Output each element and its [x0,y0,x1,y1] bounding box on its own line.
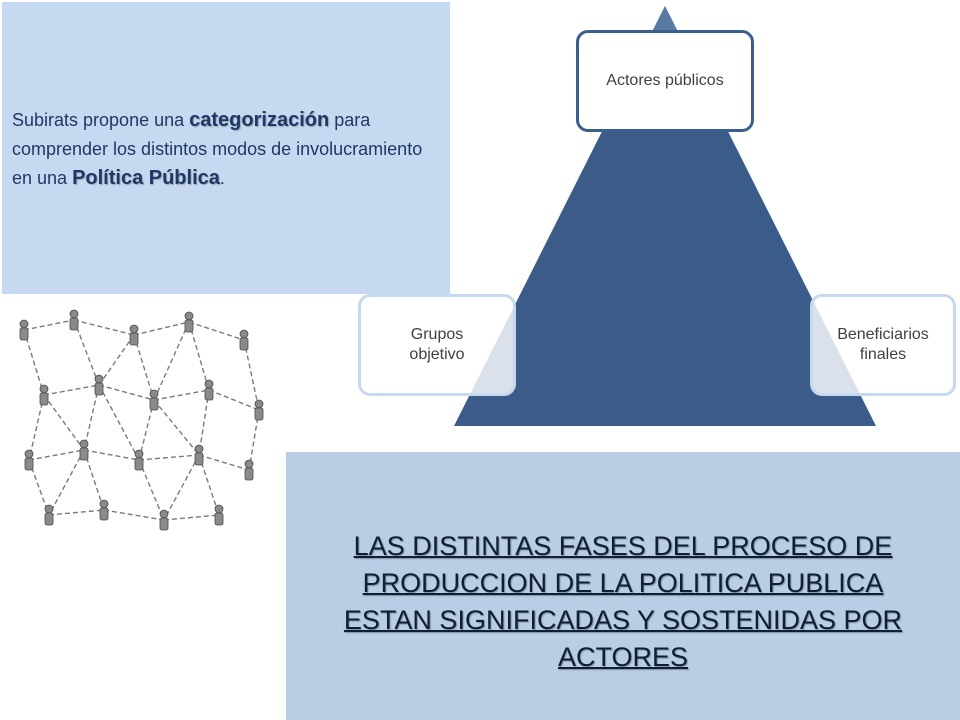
figure-cluster [79,439,89,461]
figure-cluster [44,504,54,526]
node-actores-publicos: Actores públicos [576,30,754,132]
node-actores-publicos-label: Actores públicos [606,72,724,89]
figure-cluster [184,311,194,333]
figure-cluster [204,379,214,401]
intro-text-part-1: Subirats propone una [12,110,190,130]
figure-cluster [19,319,29,341]
intro-text: Subirats propone una categorización para… [12,106,444,193]
node-grupos-objetivo-label: Grupos objetivo [409,326,465,363]
node-grupos-objetivo: Grupos objetivo [358,294,516,396]
figure-cluster [99,499,109,521]
intro-text-part-3: . [219,168,225,188]
node-beneficiarios-finales-label: Beneficiarios finales [837,326,929,363]
figure-cluster [24,449,34,471]
intro-emphasis-politica-publica: Política Pública [72,167,220,189]
figure-cluster [244,459,254,481]
figure-cluster [239,329,249,351]
figure-cluster [134,449,144,471]
statement-text: LAS DISTINTAS FASES DEL PROCESO DE PRODU… [343,531,903,672]
intro-box: Subirats propone una categorización para… [2,2,450,294]
figure-cluster [254,399,264,421]
figure-cluster [194,444,204,466]
actor-network-illustration [19,309,264,531]
figure-cluster [94,374,104,396]
figure-cluster [159,509,169,531]
intro-emphasis-categorizacion: categorización [189,109,330,131]
figure-cluster [214,504,224,526]
pyramid-triangle [454,6,876,426]
statement-box: LAS DISTINTAS FASES DEL PROCESO DE PRODU… [286,452,960,720]
figure-cluster [149,389,159,411]
intro-text-part-2: para comprender los distintos modos de i… [12,110,423,188]
figure-cluster [69,309,79,331]
figure-cluster [129,324,139,346]
figure-cluster [39,384,49,406]
node-beneficiarios-finales: Beneficiarios finales [810,294,956,396]
